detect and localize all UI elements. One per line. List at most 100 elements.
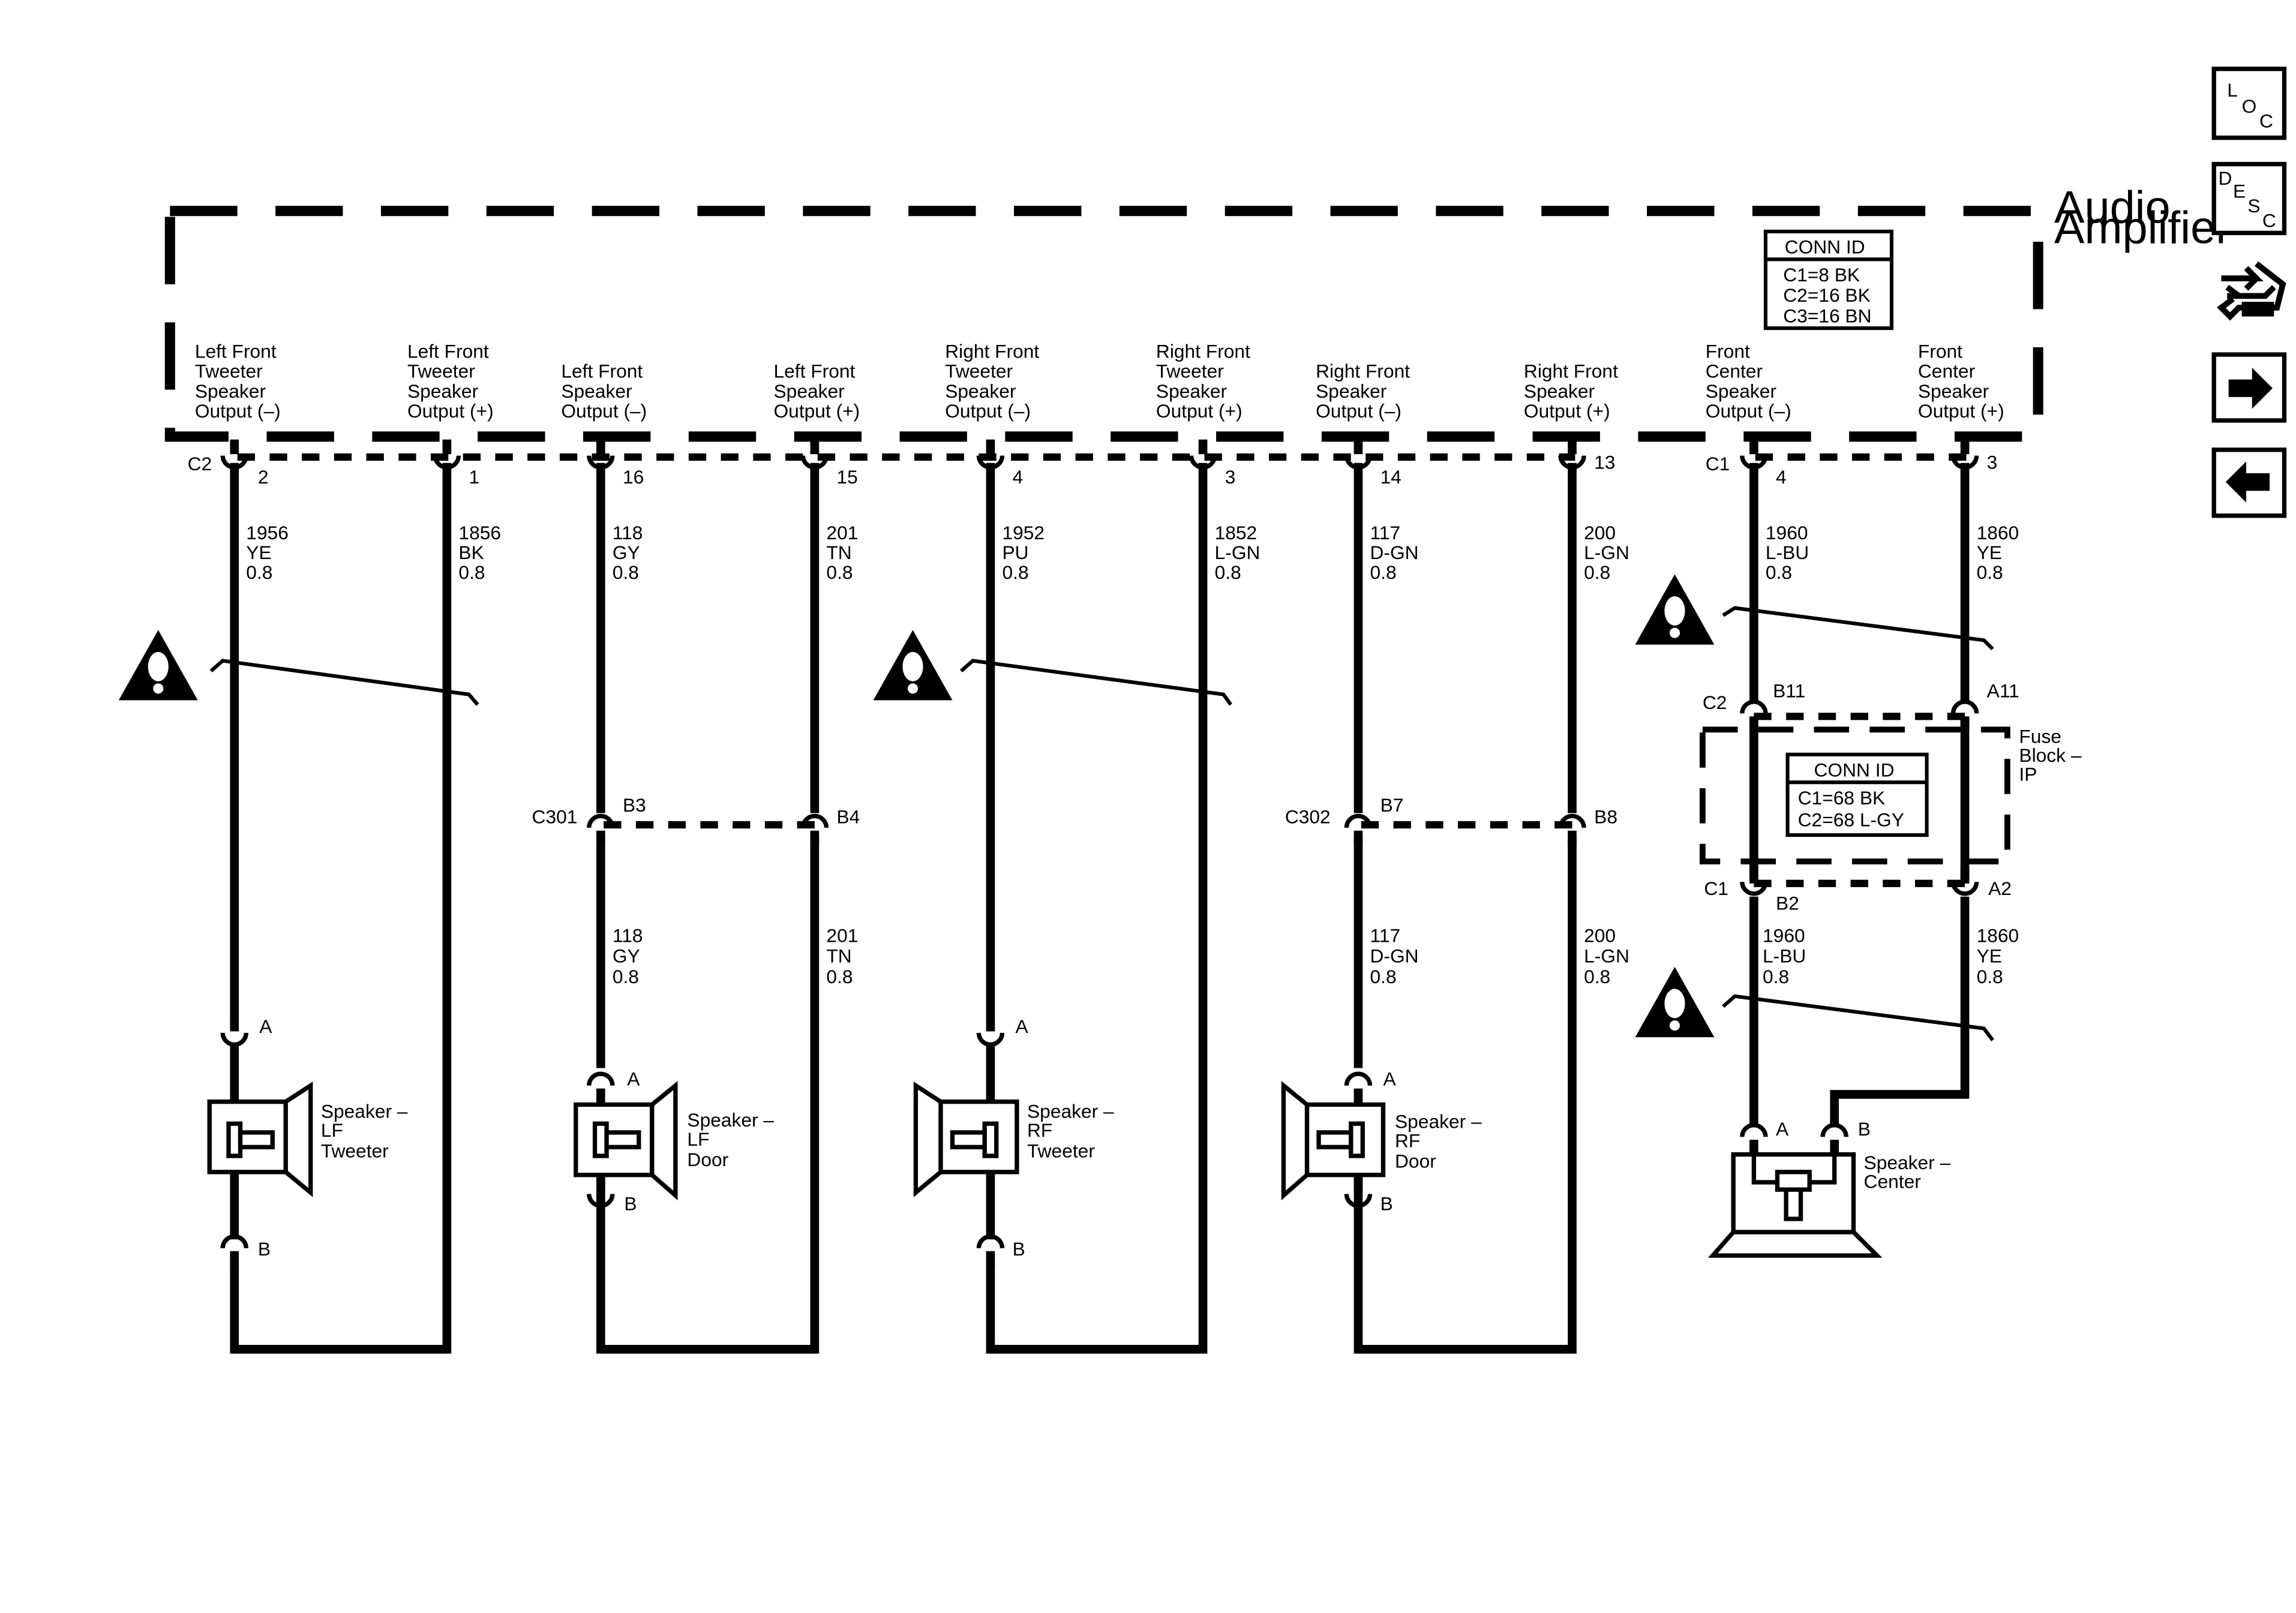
output-label-line: Left Front <box>561 361 643 382</box>
circuit-color: TN <box>826 945 851 967</box>
output-label-line: Speaker <box>407 380 479 402</box>
connector-c302-label: C302 <box>1285 806 1331 828</box>
pin-label: B3 <box>623 794 646 816</box>
circuit-gauge: 0.8 <box>826 561 853 583</box>
output-label-line: Speaker <box>1524 380 1595 402</box>
pin-label: B <box>1013 1238 1025 1260</box>
output-label-line: Output (–) <box>1706 400 1791 422</box>
output-label-line: Output (–) <box>945 400 1031 422</box>
circuit-gauge: 0.8 <box>1977 966 2003 987</box>
pin-label: A <box>1383 1068 1396 1090</box>
circuit-gauge: 0.8 <box>458 561 485 583</box>
audio-amplifier-box <box>164 206 2043 442</box>
output-label-line: Output (–) <box>561 400 647 422</box>
pin-label: B2 <box>1776 893 1799 914</box>
speaker-lf-door-label: LF <box>687 1128 709 1150</box>
speaker-rf-tweeter-label: Tweeter <box>1027 1140 1095 1161</box>
circuit-number: 1952 <box>1002 522 1045 543</box>
pin-label: B <box>1858 1118 1871 1140</box>
fuse-block-conn-id-table: CONN ID C1=68 BK C2=68 L-GY <box>1785 752 1929 837</box>
circuit-gauge: 0.8 <box>826 966 853 987</box>
circuit-number: 1860 <box>1977 924 2019 946</box>
lf-tweeter-circuit-wires <box>230 462 452 1354</box>
output-label-line: Tweeter <box>195 361 263 382</box>
pin-label: 4 <box>1776 466 1787 488</box>
speaker-center-label: Speaker – <box>1864 1152 1951 1173</box>
amplifier-label-2: Amplifier <box>2054 202 2231 253</box>
caution-icon <box>1635 966 1715 1038</box>
circuit-color: YE <box>1977 945 2002 967</box>
pin-label: A <box>1015 1016 1028 1037</box>
output-label-line: Output (+) <box>1918 400 2004 422</box>
pin-label: B <box>624 1193 637 1214</box>
amp-conn-id-line: C3=16 BN <box>1783 305 1871 326</box>
speaker-lf-tweeter-label: Speaker – <box>321 1100 408 1122</box>
circuit-number: 201 <box>826 522 858 543</box>
pin-label: A <box>627 1068 640 1090</box>
output-label-line: Tweeter <box>407 361 475 382</box>
speaker-rf-tweeter-label: Speaker – <box>1027 1100 1114 1122</box>
pin-label: 3 <box>1987 452 1998 473</box>
circuit-gauge: 0.8 <box>1584 561 1610 583</box>
circuit-number: 200 <box>1584 924 1616 946</box>
speaker-lf-tweeter-label: Tweeter <box>321 1140 389 1161</box>
circuit-gauge: 0.8 <box>1215 561 1241 583</box>
fuse-block-label: Block – <box>2019 744 2081 766</box>
speaker-lf-tweeter-symbol <box>207 1082 313 1197</box>
output-label-line: Right Front <box>1524 361 1618 382</box>
output-label-line: Speaker <box>1316 380 1387 402</box>
circuit-color: L-GN <box>1584 945 1629 967</box>
upper-circuit-labels: 1956YE0.81856BK0.8118GY0.8201TN0.81952PU… <box>246 522 2019 583</box>
output-label-line: Speaker <box>1156 380 1227 402</box>
circuit-color: L-BU <box>1766 542 1809 563</box>
previous-button[interactable] <box>2211 447 2287 518</box>
description-button[interactable]: D E S C <box>2211 161 2287 236</box>
circuit-color: D-GN <box>1370 542 1419 563</box>
rf-door-circuit-wires <box>1353 462 1577 1354</box>
output-label-line: Output (+) <box>407 400 494 422</box>
fuse-block-label: IP <box>2019 764 2037 785</box>
circuit-gauge: 0.8 <box>1002 561 1028 583</box>
circuit-gauge: 0.8 <box>1977 561 2003 583</box>
circuit-number: 1852 <box>1215 522 1257 543</box>
pin-label: 1 <box>469 466 480 488</box>
center-speaker-circuit-wires <box>1749 462 1970 1125</box>
circuit-color: L-GN <box>1584 542 1629 563</box>
pin-label: B <box>1380 1193 1393 1214</box>
pin-label: B11 <box>1773 680 1805 702</box>
connector-terminal-pins <box>230 439 1970 1266</box>
circuit-gauge: 0.8 <box>613 966 639 987</box>
speaker-lf-door-label: Speaker – <box>687 1109 774 1131</box>
desc-letter: E <box>2233 181 2246 202</box>
circuit-number: 1960 <box>1766 522 1808 543</box>
location-button[interactable]: L O C <box>2211 67 2287 140</box>
amp-conn-id-line: C2=16 BK <box>1783 284 1871 306</box>
circuit-number: 117 <box>1370 522 1401 543</box>
circuit-number: 1960 <box>1763 924 1805 946</box>
fuse-block-c1-label: C1 <box>1704 878 1728 899</box>
circuit-color: YE <box>246 542 271 563</box>
desc-letter: D <box>2219 167 2232 189</box>
output-label-line: Tweeter <box>945 361 1013 382</box>
speaker-rf-door-label: Door <box>1395 1151 1436 1172</box>
desc-letter: C <box>2262 210 2276 232</box>
pin-label: A <box>1776 1118 1789 1140</box>
speaker-rf-door-symbol <box>1281 1081 1386 1200</box>
next-button[interactable] <box>2211 352 2287 423</box>
connector-repair-icon[interactable] <box>2217 261 2286 321</box>
fb-conn-id-line: C1=68 BK <box>1798 787 1886 809</box>
circuit-color: YE <box>1977 542 2002 563</box>
pin-label: 3 <box>1225 466 1236 488</box>
circuit-color: PU <box>1002 542 1028 563</box>
output-label-line: Output (–) <box>195 400 281 422</box>
connector-c301-label: C301 <box>532 806 578 828</box>
output-label-line: Speaker <box>1706 380 1777 402</box>
pin-label: 2 <box>258 466 269 488</box>
circuit-gauge: 0.8 <box>1763 966 1789 987</box>
desc-letter: S <box>2247 195 2260 217</box>
output-label-line: Output (–) <box>1316 400 1401 422</box>
output-label-line: Speaker <box>195 380 266 402</box>
pin-label: A11 <box>1987 680 2019 702</box>
rf-tweeter-circuit-wires <box>986 462 1208 1354</box>
